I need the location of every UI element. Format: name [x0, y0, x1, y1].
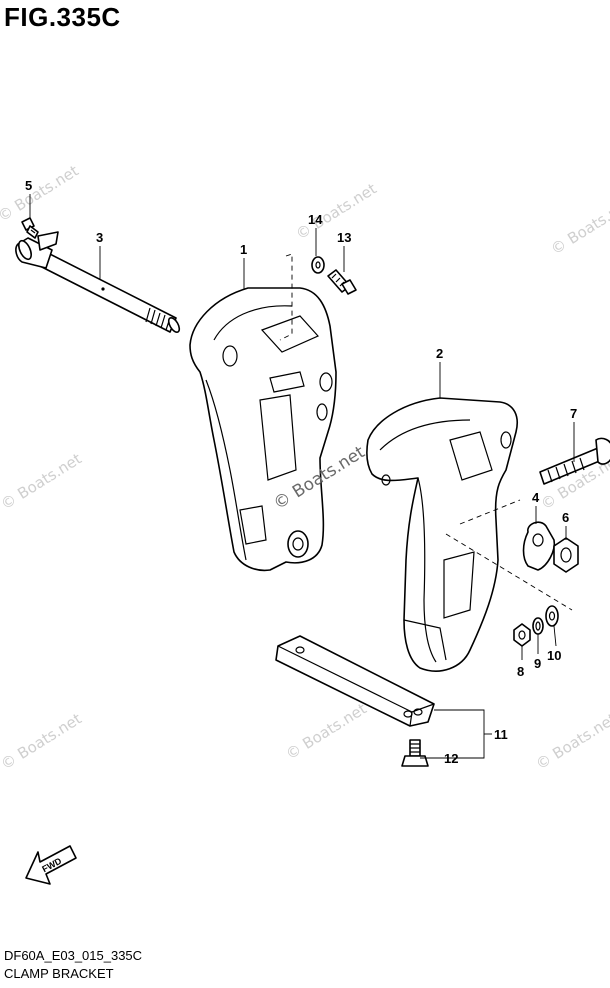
part-6-nut — [553, 537, 579, 573]
watermark: © Boats.net — [0, 710, 85, 774]
callout-5: 5 — [25, 178, 32, 193]
part-10-washer — [545, 605, 559, 627]
callout-8: 8 — [517, 664, 524, 679]
assembly-line — [279, 253, 293, 341]
shaft-hole — [101, 287, 105, 291]
leader-line — [553, 625, 557, 647]
part-2-clamp-bracket — [366, 397, 518, 672]
callout-1: 1 — [240, 242, 247, 257]
callout-4: 4 — [532, 490, 540, 505]
part-12-bolt — [401, 739, 429, 767]
figure-code: DF60A_E03_015_335C — [4, 948, 143, 963]
watermark: © Boats.net — [548, 195, 610, 259]
part-8-nut — [513, 623, 531, 647]
fwd-arrow-icon: FWD — [25, 845, 77, 885]
watermark: © Boats.net — [0, 162, 82, 226]
assembly-line — [459, 499, 521, 525]
part-4-plate — [522, 521, 556, 571]
callout-12: 12 — [444, 751, 458, 766]
part-5-bolt — [21, 217, 39, 239]
callout-2: 2 — [436, 346, 443, 361]
watermark: © Boats.net — [533, 710, 610, 774]
callout-13: 13 — [337, 230, 351, 245]
callout-6: 6 — [562, 510, 569, 525]
part-14-washer — [311, 256, 325, 274]
part-1-clamp-bracket — [189, 287, 337, 572]
callout-7: 7 — [570, 406, 577, 421]
part-11-block — [275, 635, 435, 727]
part-7-bolt — [539, 437, 610, 485]
callout-14: 14 — [308, 212, 323, 227]
callout-11: 11 — [494, 727, 508, 742]
callout-3: 3 — [96, 230, 103, 245]
watermark: © Boats.net — [283, 700, 370, 764]
callout-10: 10 — [547, 648, 561, 663]
figure-title: FIG.335C — [4, 2, 121, 32]
watermark: © Boats.net — [0, 450, 85, 514]
assembly-line — [445, 533, 573, 611]
part-3-shaft — [15, 231, 181, 334]
callout-9: 9 — [534, 656, 541, 671]
part-9-washer — [532, 617, 544, 635]
part-13-bolt — [327, 269, 357, 295]
figure-name: CLAMP BRACKET — [4, 966, 114, 981]
